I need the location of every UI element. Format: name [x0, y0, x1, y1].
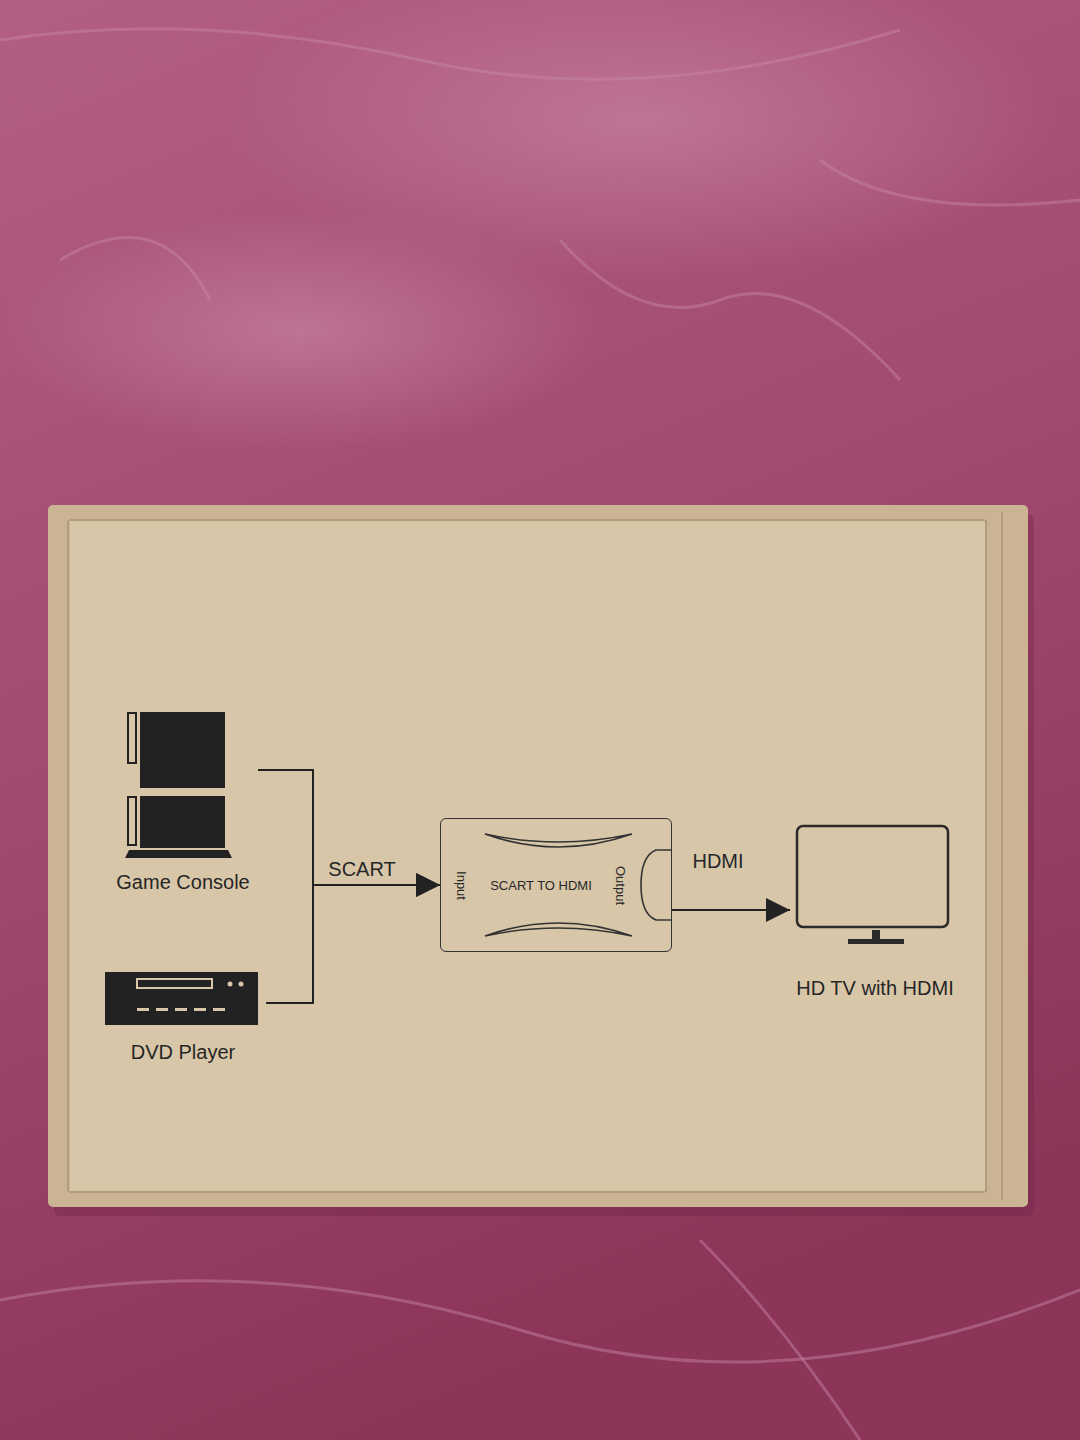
- text-slot: HD TV with HDMI: [796, 976, 953, 1000]
- device-name: SCART TO HDMI: [490, 877, 592, 894]
- signal-arrow: [258, 770, 440, 885]
- port-label: Input: [452, 871, 469, 900]
- text-slot: Game Console: [116, 870, 249, 894]
- box-flap-lines: [68, 512, 1002, 1200]
- signal-arrow: [672, 909, 790, 911]
- device-label: DVD Player: [131, 1040, 235, 1064]
- box-shadow: [54, 514, 1034, 1216]
- device-label: Game Console: [116, 870, 249, 894]
- converter-decoration: [485, 834, 672, 936]
- text-slot: DVD Player: [131, 1040, 235, 1064]
- leather-wrinkles: [0, 29, 1080, 1440]
- device-label: HD TV with HDMI: [796, 976, 953, 1000]
- cardboard-box: [48, 505, 1028, 1207]
- cardboard-face: [70, 520, 985, 1192]
- dvd-player-node: DVD Player: [100, 968, 266, 1064]
- hd-tv-node: HD TV with HDMI: [790, 820, 960, 1000]
- text-slot: SCART TO HDMI: [476, 819, 606, 951]
- signal-label: SCART: [328, 857, 395, 881]
- tv-icon: [797, 826, 948, 944]
- converter-box: Input SCART TO HDMI Output: [440, 818, 672, 952]
- port-label: Output: [613, 865, 630, 904]
- game-console-node: Game Console: [108, 710, 258, 894]
- text-slot: Input: [446, 819, 476, 951]
- text-slot: Output: [606, 819, 636, 951]
- leather-shine: [0, 210, 600, 450]
- game-console-icon: [125, 712, 232, 858]
- dvd-player-icon: [105, 972, 258, 1025]
- signal-arrow: [266, 885, 440, 1003]
- signal-label: HDMI: [692, 849, 743, 873]
